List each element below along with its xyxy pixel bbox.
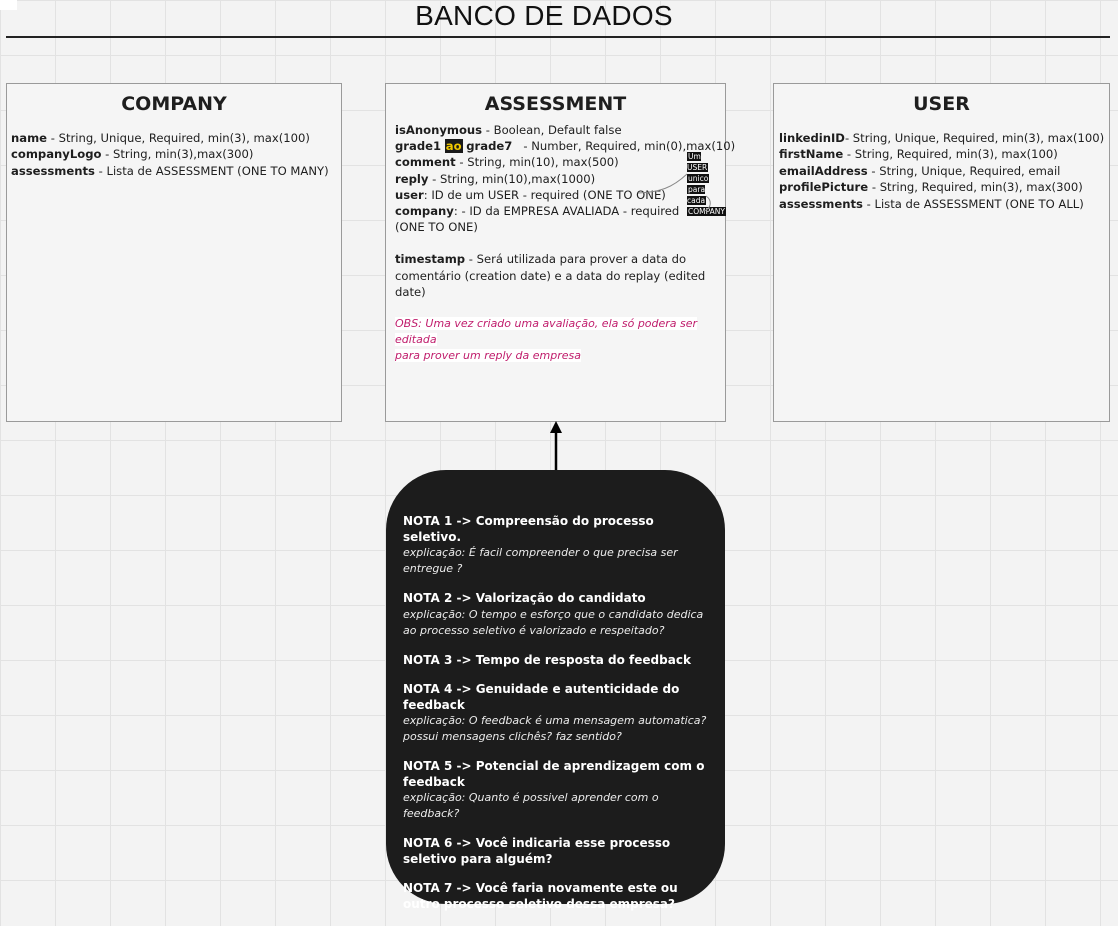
nota-item-2: NOTA 2 -> Valorização do candidato expli… [403, 591, 704, 637]
assessment-obs-note: OBS: Uma vez criado uma avaliação, ela s… [395, 317, 698, 363]
assessment-field-comment: comment - String, min(10), max(500) [395, 155, 619, 170]
page-title: BANCO DE DADOS [415, 0, 673, 31]
assessment-field-isanonymous: isAnonymous - Boolean, Default false [395, 123, 622, 137]
canvas-corner [0, 0, 17, 10]
user-field-email: emailAddress - String, Unique, Required,… [779, 163, 1061, 178]
user-field-assessments: assessments - Lista de ASSESSMENT (ONE T… [779, 196, 1084, 211]
company-field-logo: companyLogo - String, min(3),max(300) [11, 147, 254, 162]
user-title: USER [913, 93, 970, 115]
user-entity-card[interactable]: USER linkedinID- String, Unique, Require… [773, 83, 1110, 422]
highlight-connector: ao [444, 139, 463, 154]
assessment-field-grades: grade1 ao grade7 - Number, Required, min… [395, 139, 736, 154]
assessment-fields: isAnonymous - Boolean, Default false gra… [395, 122, 736, 365]
company-field-assessments: assessments - Lista de ASSESSMENT (ONE T… [11, 163, 329, 178]
nota-list: NOTA 1 -> Compreensão do processo seleti… [403, 514, 713, 926]
user-unique-sticky-note[interactable]: Um USER unico para cada COMPANY [687, 152, 726, 216]
nota-item-7: NOTA 7 -> Você faria novamente este ou o… [403, 881, 678, 911]
nota-item-5: NOTA 5 -> Potencial de aprendizagem com … [403, 759, 705, 820]
nota-item-6: NOTA 6 -> Você indicaria esse processo s… [403, 836, 671, 866]
nota-item-3: NOTA 3 -> Tempo de resposta do feedback [403, 652, 691, 667]
user-field-firstname: firstName - String, Required, min(3), ma… [779, 147, 1058, 162]
nota-item-1: NOTA 1 -> Compreensão do processo seleti… [403, 514, 678, 575]
title-underline [6, 36, 1110, 38]
user-field-picture: profilePicture - String, Required, min(3… [779, 180, 1083, 195]
grades-explanation-bubble[interactable]: NOTA 1 -> Compreensão do processo seleti… [386, 470, 725, 911]
assessment-field-company: company: - ID da EMPRESA AVALIADA - requ… [395, 204, 680, 235]
assessment-entity-card[interactable]: ASSESSMENT isAnonymous - Boolean, Defaul… [385, 83, 736, 422]
company-fields: name - String, Unique, Required, min(3),… [11, 130, 329, 179]
company-title: COMPANY [121, 93, 227, 115]
company-entity-card[interactable]: COMPANY name - String, Unique, Required,… [6, 83, 342, 422]
assessment-title: ASSESSMENT [484, 93, 627, 115]
user-field-linkedinid: linkedinID- String, Unique, Required, mi… [779, 131, 1105, 145]
assessment-field-reply: reply - String, min(10),max(1000) [395, 171, 596, 186]
user-fields: linkedinID- String, Unique, Required, mi… [779, 130, 1104, 212]
nota-item-4: NOTA 4 -> Genuidade e autenticidade do f… [403, 682, 707, 743]
company-field-name: name - String, Unique, Required, min(3),… [11, 131, 310, 145]
assessment-field-timestamp: timestamp - Será utilizada para prover a… [395, 252, 706, 299]
assessment-field-user: user: ID de um USER - required (ONE TO O… [395, 187, 666, 202]
